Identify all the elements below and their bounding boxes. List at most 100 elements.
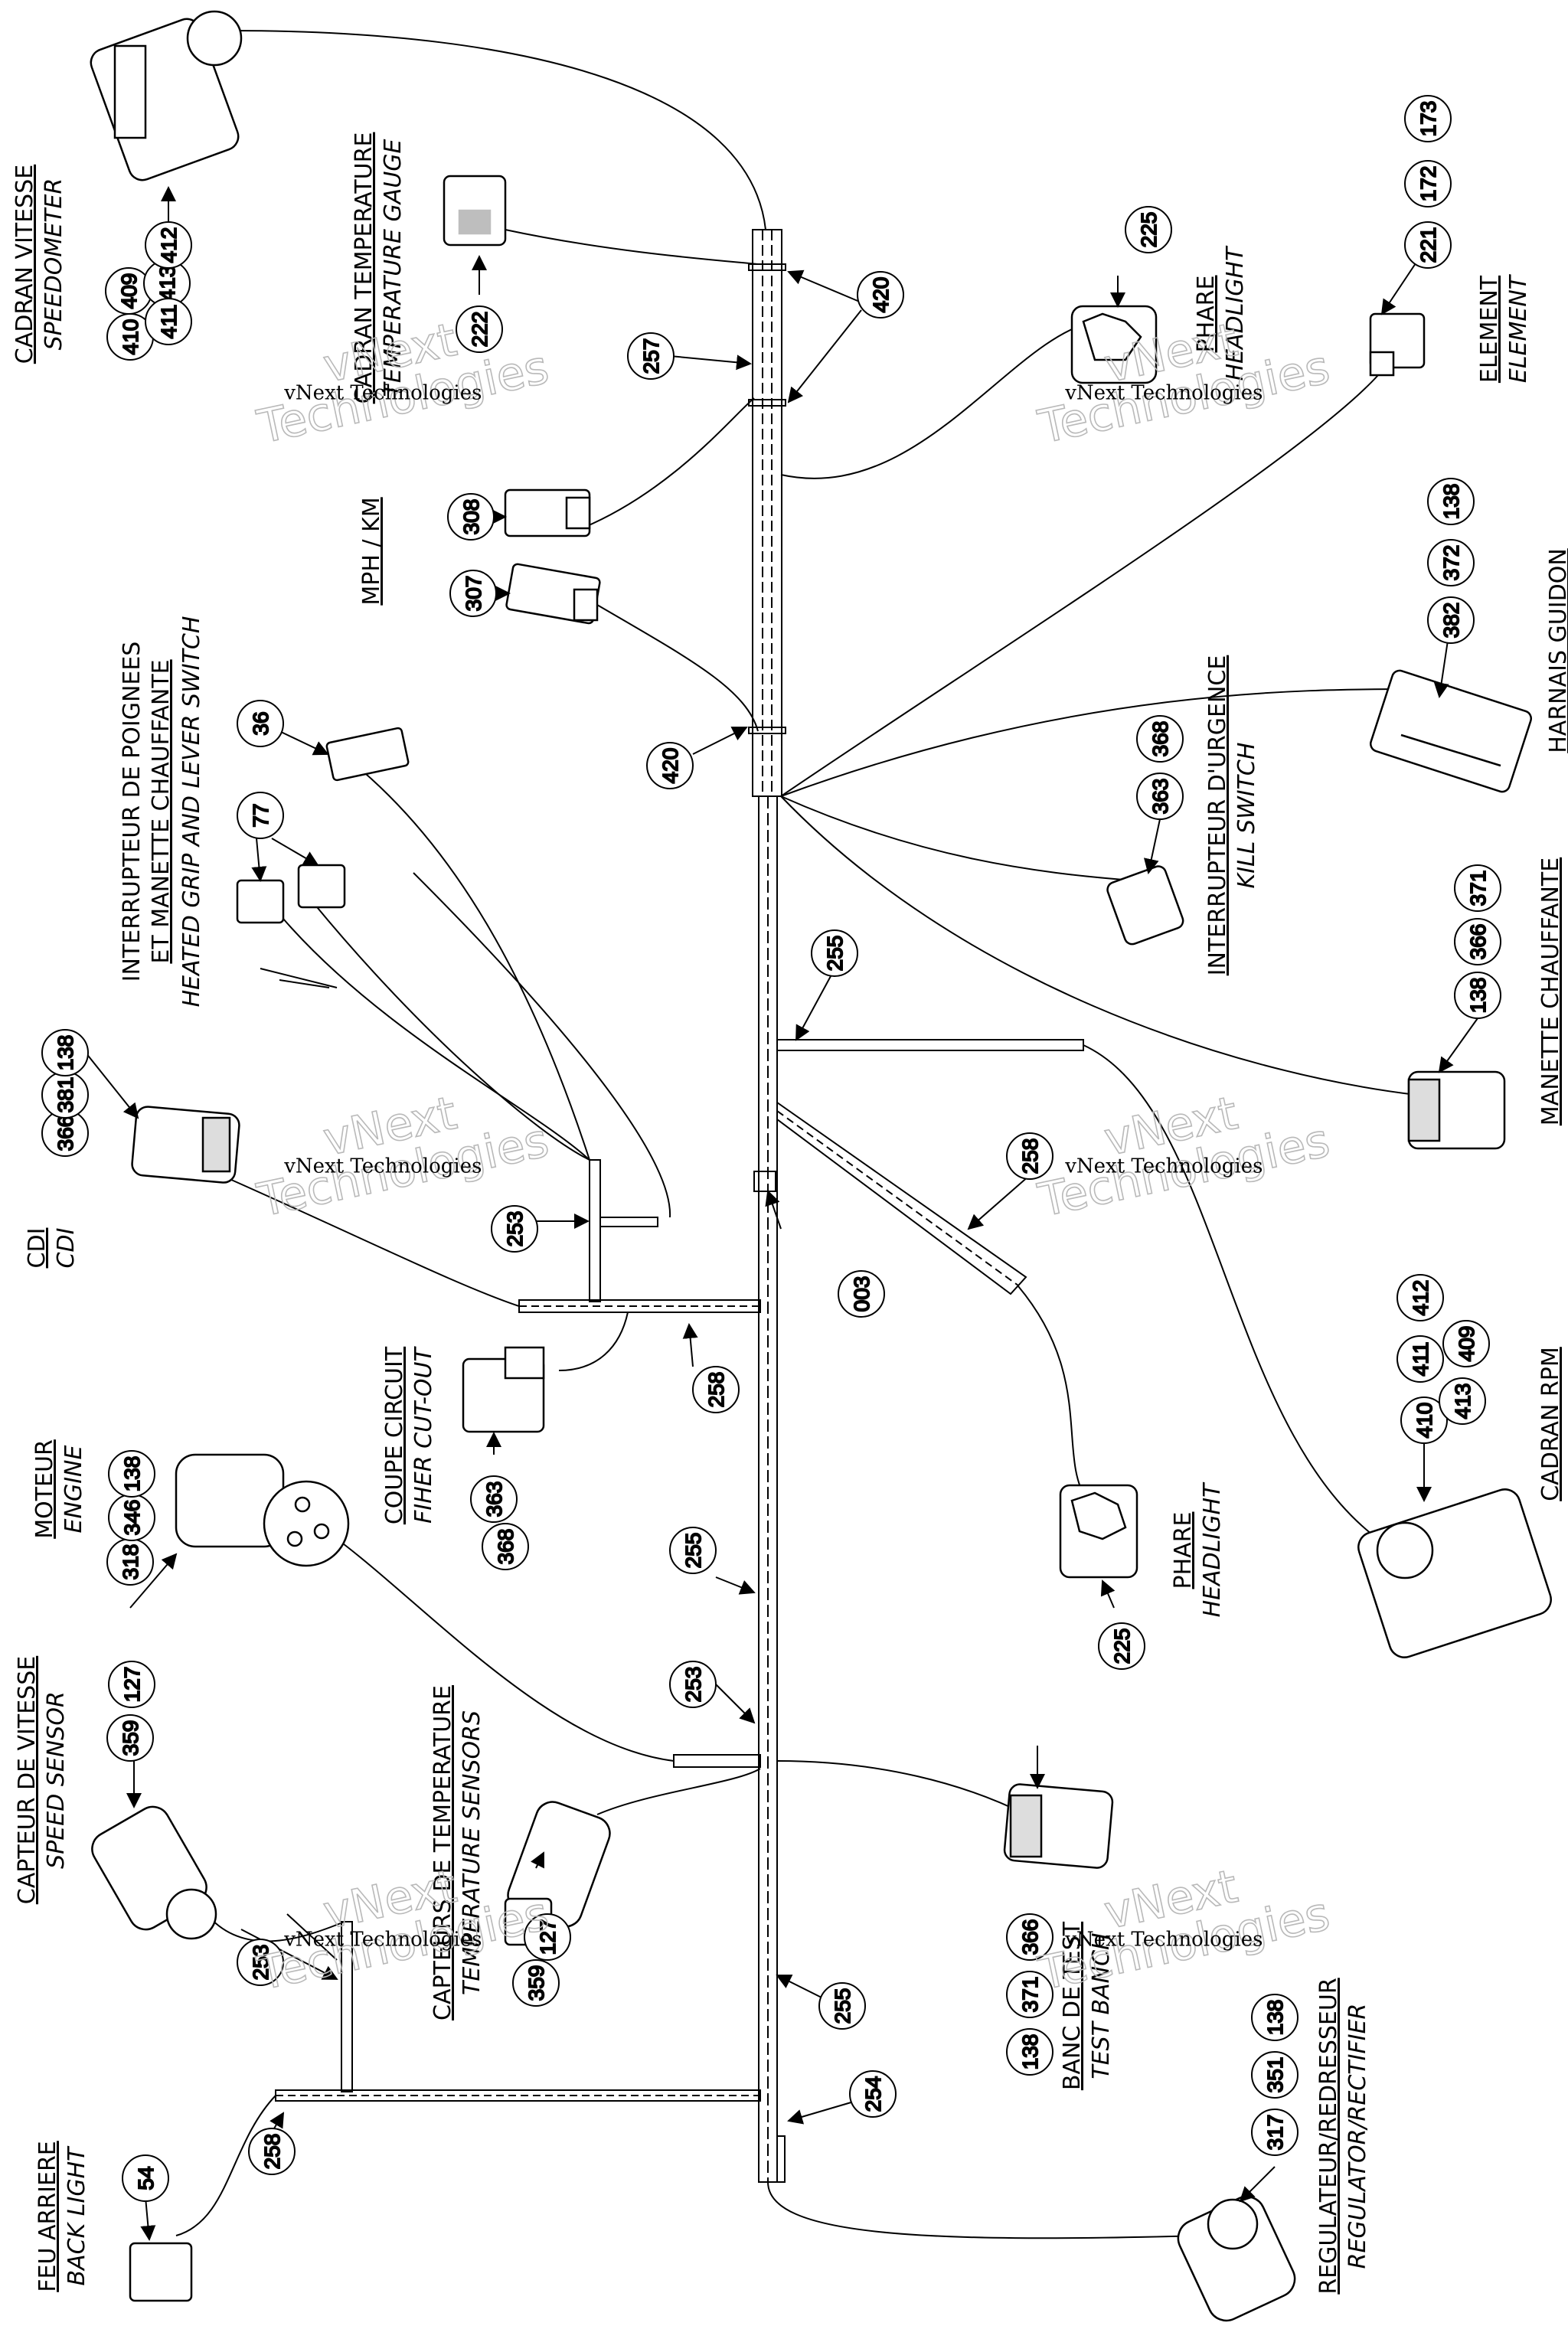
label-heated-lever: MANETTE CHAUFFANTE [1537,858,1564,1125]
watermarks: vNext Technologies vNext Technologies vN… [252,312,1334,2001]
callout-tb-366: 366 [1006,1913,1054,1961]
speed-sensor-connector [91,1805,217,1940]
svg-text:412: 412 [1409,1280,1432,1316]
svg-text:FIHER CUT-OUT: FIHER CUT-OUT [410,1345,437,1523]
svg-text:411: 411 [157,305,181,339]
callout-307: 307 [449,570,497,617]
callout-engine-318: 318 [106,1538,154,1586]
callout-ss-127: 127 [108,1661,155,1708]
callout-manette-371: 371 [1454,864,1501,912]
callout-engine-138: 138 [108,1450,155,1498]
svg-text:TEMPERATURE SENSORS: TEMPERATURE SENSORS [459,1710,485,1995]
svg-text:257: 257 [639,338,663,374]
svg-text:225: 225 [1137,212,1161,248]
svg-text:PHARE: PHARE [1193,276,1220,353]
callout-tb-371: 371 [1006,1971,1054,2018]
label-engine: MOTEUR ENGINE [31,1439,87,1539]
svg-text:ELEMENT: ELEMENT [1505,273,1532,383]
svg-text:003: 003 [850,1276,874,1312]
callout-258-bottom: 258 [248,2128,296,2175]
svg-text:258: 258 [1018,1138,1042,1174]
svg-text:366: 366 [1466,924,1490,960]
kill-switch-connector [1106,865,1184,946]
svg-text:MPH / KM: MPH / KM [358,497,385,605]
callout-rr-317: 317 [1251,2109,1298,2156]
callout-420-top: 420 [857,271,904,318]
svg-text:CADRAN RPM: CADRAN RPM [1537,1347,1564,1501]
svg-text:221: 221 [1416,227,1440,263]
svg-text:REGULATOR/RECTIFIER: REGULATOR/RECTIFIER [1344,2004,1371,2269]
wires [175,30,1417,2239]
svg-text:ET MANETTE CHAUFFANTE: ET MANETTE CHAUFFANTE [148,659,175,963]
svg-text:vNext Technologies: vNext Technologies [1064,1928,1263,1951]
svg-text:420: 420 [658,748,682,784]
callout-manette-138: 138 [1454,972,1501,1019]
callout-harness-372: 372 [1427,539,1475,586]
callout-rpm-412: 412 [1396,1274,1444,1321]
callout-222: 222 [456,305,503,353]
connectors [90,10,1552,2322]
label-cutout: COUPE CIRCUIT FIHER CUT-OUT [381,1345,437,1524]
svg-text:255: 255 [823,936,847,972]
svg-text:317: 317 [1263,2115,1287,2151]
svg-text:258: 258 [260,2134,284,2170]
svg-text:138: 138 [1466,978,1490,1014]
svg-text:MANETTE CHAUFFANTE: MANETTE CHAUFFANTE [1537,858,1564,1125]
callout-cdi-366: 366 [41,1109,89,1157]
svg-text:255: 255 [831,1988,854,2024]
svg-text:CAPTEUR DE VITESSE: CAPTEUR DE VITESSE [14,1656,41,1904]
svg-text:FEU ARRIERE: FEU ARRIERE [34,2141,61,2292]
temperature-gauge-connector [443,175,507,247]
svg-text:372: 372 [1439,545,1463,581]
callout-cutout-368: 368 [482,1523,529,1570]
callout-409: 409 [105,267,152,315]
svg-text:vNext Technologies: vNext Technologies [1064,381,1263,404]
handlebar-harness-connector [1370,669,1532,793]
svg-text:CADRAN VITESSE: CADRAN VITESSE [11,165,38,364]
callout-420-mid: 420 [646,742,694,789]
svg-text:77: 77 [249,803,273,827]
test-bench-connector [1003,1783,1114,1869]
callout-rpm-410: 410 [1400,1396,1448,1444]
svg-text:253: 253 [681,1667,705,1703]
svg-text:254: 254 [861,2076,885,2112]
svg-text:36: 36 [249,711,273,735]
label-rpm: CADRAN RPM [1537,1347,1564,1501]
svg-text:346: 346 [120,1500,144,1536]
back-light-connector [129,2242,193,2302]
callout-54: 54 [122,2154,169,2202]
svg-text:368: 368 [494,1529,518,1565]
svg-text:359: 359 [524,1965,548,2001]
rpm-gauge-connector [1357,1488,1552,1658]
callout-308: 308 [447,493,495,541]
label-element: ELEMENT ELEMENT [1476,273,1532,383]
svg-text:410: 410 [1413,1403,1436,1439]
svg-text:363: 363 [482,1481,506,1517]
callout-headlight2-225: 225 [1098,1622,1145,1670]
svg-text:HEADLIGHT: HEADLIGHT [1199,1481,1226,1618]
svg-text:318: 318 [119,1544,142,1580]
label-headlight-top: PHARE HEADLIGHT [1193,245,1249,381]
svg-text:CADRAN TEMPERATURE: CADRAN TEMPERATURE [351,132,377,404]
main-harness-trunk [748,229,786,2183]
svg-text:BACK LIGHT: BACK LIGHT [64,2145,90,2286]
svg-text:127: 127 [536,1919,560,1955]
cdi-connector [131,1106,240,1184]
callout-253-top: 253 [491,1205,538,1253]
callout-412: 412 [145,221,192,269]
svg-text:vNext Technologies: vNext Technologies [283,1155,482,1178]
callout-cutout-363: 363 [470,1475,518,1523]
svg-text:vNext Technologies: vNext Technologies [283,381,482,404]
svg-text:307: 307 [462,576,485,612]
label-speedometer: CADRAN VITESSE SPEEDOMETER [11,165,67,364]
heated-grip-connector-77 [236,864,346,924]
svg-text:413: 413 [155,266,179,302]
callout-manette-366: 366 [1454,918,1501,965]
label-mph-km: MPH / KM [358,497,385,605]
svg-text:TEST BANCH: TEST BANCH [1088,1932,1115,2079]
svg-text:366: 366 [54,1116,77,1152]
heated-lever-connector [1407,1070,1506,1150]
svg-text:138: 138 [1263,2000,1287,2036]
svg-text:HEADLIGHT: HEADLIGHT [1222,245,1249,381]
